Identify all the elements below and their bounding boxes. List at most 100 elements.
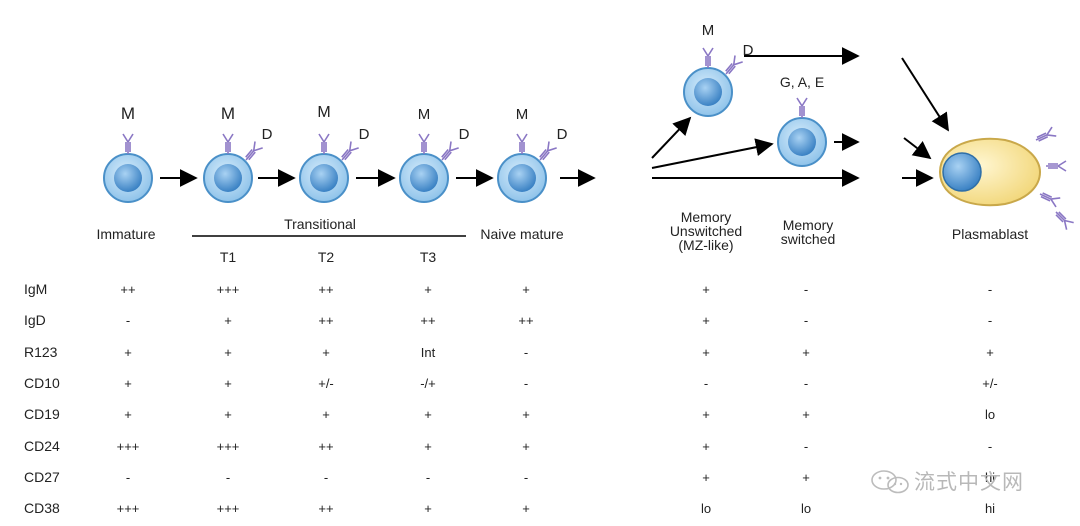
antibody-m-icon	[702, 47, 714, 69]
marker-value-cell: -	[323, 470, 329, 485]
marker-value-cell: +	[702, 470, 710, 485]
isotype-label-m: M	[417, 106, 431, 123]
stage-label-naive: Naive mature	[480, 226, 564, 242]
marker-value-cell: -	[523, 345, 529, 360]
isotype-label-m: M	[220, 104, 236, 123]
isotype-label-d: D	[742, 42, 754, 59]
marker-value-cell: -	[523, 376, 529, 391]
marker-value-cell: +	[424, 501, 432, 516]
marker-value-cell: +	[522, 407, 530, 422]
marker-value-cell: +	[124, 376, 132, 391]
arrows	[160, 47, 949, 187]
marker-value-cell: -	[225, 470, 231, 485]
marker-value-cell: +/-	[318, 376, 334, 391]
isotype-label-d: D	[358, 126, 370, 143]
marker-value-cell: +	[522, 501, 530, 516]
cell-naive	[497, 133, 558, 203]
cell-t3	[399, 133, 460, 203]
marker-value-cell: -	[987, 313, 993, 328]
marker-value-cell: +	[802, 470, 810, 485]
stage-label-immature: Immature	[96, 226, 156, 242]
isotype-label-d: D	[458, 126, 470, 143]
secreted-antibody-icon	[1051, 207, 1075, 231]
cell-t1	[203, 133, 264, 203]
marker-value-cell: ++	[318, 282, 334, 297]
marker-value-cell: +/-	[982, 376, 998, 391]
marker-value-cell: +	[322, 345, 330, 360]
marker-value-cell: +	[802, 407, 810, 422]
arrow-to-switched	[651, 138, 774, 169]
marker-value-cell: +	[702, 345, 710, 360]
antibody-gae-icon	[796, 97, 808, 119]
secreted-antibody-icon	[1037, 188, 1062, 208]
marker-value-cell: -	[125, 313, 131, 328]
marker-value-cell: +++	[216, 439, 240, 454]
marker-label-cd24: CD24	[24, 438, 60, 454]
marker-value-cell: hi	[984, 470, 996, 485]
marker-value-cell: ++	[318, 439, 334, 454]
cell-memory-switched	[777, 97, 827, 167]
marker-value-cell: ++	[318, 501, 334, 516]
marker-value-cell: +	[124, 345, 132, 360]
cell-t2	[299, 133, 360, 203]
marker-value-cell: -	[803, 313, 809, 328]
marker-value-cell: lo	[984, 407, 996, 422]
marker-value-cell: +	[522, 282, 530, 297]
stage-label-transitional: Transitional	[284, 216, 356, 232]
marker-value-cell: +	[322, 407, 330, 422]
secreted-antibody-icon	[1045, 160, 1067, 172]
isotype-label-d: D	[556, 126, 568, 143]
marker-label-r123: R123	[24, 344, 58, 360]
marker-value-cell: -	[803, 376, 809, 391]
marker-value-cell: +	[802, 345, 810, 360]
marker-label-cd10: CD10	[24, 375, 60, 391]
cell-memory-unswitched	[683, 47, 744, 117]
antibody-m-icon	[418, 133, 430, 155]
marker-value-cell: -	[523, 470, 529, 485]
marker-value-cell: +++	[116, 501, 140, 516]
stage-label-t3: T3	[419, 249, 437, 265]
antibody-m-icon	[516, 133, 528, 155]
marker-value-cell: -	[425, 470, 431, 485]
marker-value-cell: +	[224, 345, 232, 360]
marker-label-cd19: CD19	[24, 406, 60, 422]
arrow-into-plasmablast-mid	[903, 137, 932, 160]
marker-value-cell: lo	[700, 501, 712, 516]
isotype-label-d: D	[261, 126, 273, 143]
marker-value-cell: ++	[420, 313, 436, 328]
marker-value-cell: Int	[420, 345, 436, 360]
marker-value-cell: -	[987, 439, 993, 454]
stage-label-t1: T1	[219, 249, 237, 265]
marker-value-cell: +	[424, 282, 432, 297]
isotype-label-m: M	[120, 104, 136, 123]
marker-value-cell: -	[803, 282, 809, 297]
marker-value-cell: -	[703, 376, 709, 391]
wechat-logo-icon	[871, 470, 909, 494]
marker-value-cell: +++	[116, 439, 140, 454]
marker-value-cell: +	[986, 345, 994, 360]
marker-value-cell: +	[224, 313, 232, 328]
isotype-label-m: M	[317, 104, 331, 121]
cell-plasmablast	[938, 126, 1075, 231]
marker-value-cell: +	[522, 439, 530, 454]
marker-value-cell: lo	[800, 501, 812, 516]
marker-value-cell: +	[424, 439, 432, 454]
marker-value-cell: -	[987, 282, 993, 297]
marker-value-cell: -	[803, 439, 809, 454]
marker-value-cell: +	[702, 282, 710, 297]
marker-value-cell: +++	[216, 282, 240, 297]
marker-value-cell: +	[124, 407, 132, 422]
secreted-antibody-icon	[1033, 126, 1058, 146]
marker-value-cell: hi	[984, 501, 996, 516]
stage-label-plasmablast: Plasmablast	[951, 226, 1029, 242]
marker-label-cd38: CD38	[24, 500, 60, 516]
marker-value-cell: +	[702, 313, 710, 328]
watermark-text: 流式中文网	[914, 471, 1024, 494]
antibody-m-icon	[222, 133, 234, 155]
arrow-to-unswitched	[651, 116, 692, 159]
isotype-label-gae: G, A, E	[779, 74, 825, 90]
marker-value-cell: +	[224, 407, 232, 422]
marker-value-cell: +++	[216, 501, 240, 516]
stage-label-t2: T2	[317, 249, 335, 265]
